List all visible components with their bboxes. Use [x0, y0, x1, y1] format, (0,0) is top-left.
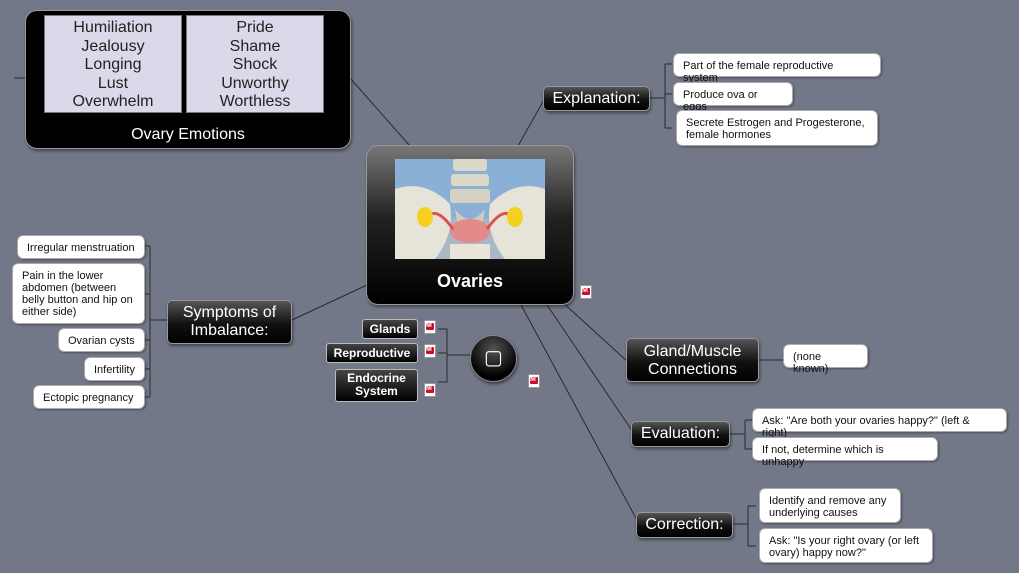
- mindmap-note-icon[interactable]: [424, 344, 436, 358]
- symptom-item[interactable]: Ovarian cysts: [58, 328, 145, 352]
- correction-item[interactable]: Ask: "Is your right ovary (or left ovary…: [759, 528, 933, 563]
- evaluation-item[interactable]: If not, determine which is unhappy: [752, 437, 938, 468]
- symptom-item[interactable]: Infertility: [84, 357, 145, 381]
- mindmap-note-icon[interactable]: [424, 320, 436, 334]
- symptom-item[interactable]: Irregular menstruation: [17, 235, 145, 259]
- mindmap-note-icon[interactable]: [424, 383, 436, 397]
- evaluation-node[interactable]: Evaluation:: [631, 421, 730, 447]
- central-topic-ovaries[interactable]: Ovaries: [366, 145, 574, 305]
- emotion-item: Shock: [232, 56, 278, 73]
- emotion-item: Shame: [229, 37, 281, 55]
- emotion-item: Worthless: [219, 93, 291, 110]
- mindmap-note-icon[interactable]: [580, 285, 592, 299]
- system-item-endocrine[interactable]: Endocrine System: [335, 369, 418, 402]
- emotion-item: Overwhelm: [72, 93, 154, 110]
- emotion-item: Unworthy: [221, 74, 289, 92]
- ovaries-illustration: [395, 159, 545, 259]
- system-item-glands[interactable]: Glands: [362, 319, 418, 339]
- evaluation-item[interactable]: Ask: "Are both your ovaries happy?" (lef…: [752, 408, 1007, 439]
- symptoms-node[interactable]: Symptoms of Imbalance:: [167, 300, 292, 344]
- emotion-item: Lust: [97, 74, 129, 92]
- gland-muscle-label: Gland/Muscle Connections: [643, 343, 742, 378]
- gland-muscle-node[interactable]: Gland/Muscle Connections: [626, 338, 759, 382]
- emotion-item: Longing: [84, 56, 142, 73]
- square-icon[interactable]: ▢: [470, 335, 517, 382]
- explanation-item[interactable]: Part of the female reproductive system: [673, 53, 881, 84]
- emotion-item: Jealousy: [81, 37, 145, 55]
- correction-item[interactable]: Identify and remove any underlying cause…: [759, 488, 901, 523]
- symptoms-label: Symptoms of Imbalance:: [182, 304, 277, 339]
- explanation-item[interactable]: Secrete Estrogen and Progesterone, femal…: [676, 110, 878, 146]
- correction-label: Correction:: [645, 516, 724, 533]
- emotions-left-column: Humiliation Jealousy Longing Lust Overwh…: [44, 15, 182, 113]
- gland-muscle-item[interactable]: (none known): [783, 344, 868, 375]
- evaluation-label: Evaluation:: [640, 425, 721, 442]
- symptom-item[interactable]: Pain in the lower abdomen (between belly…: [12, 263, 145, 324]
- hub-symbol: ▢: [484, 347, 503, 369]
- explanation-node[interactable]: Explanation:: [543, 86, 650, 111]
- emotions-title: Ovary Emotions: [131, 126, 245, 143]
- emotion-item: Humiliation: [73, 19, 153, 36]
- emotions-right-column: Pride Shame Shock Unworthy Worthless: [186, 15, 324, 113]
- explanation-label: Explanation:: [552, 90, 641, 107]
- mindmap-note-icon[interactable]: [528, 374, 540, 388]
- explanation-item[interactable]: Produce ova or eggs: [673, 82, 793, 113]
- central-topic-title: Ovaries: [436, 271, 504, 291]
- correction-node[interactable]: Correction:: [636, 512, 733, 538]
- system-item-reproductive[interactable]: Reproductive: [326, 343, 418, 363]
- emotion-item: Pride: [236, 19, 274, 36]
- ovary-emotions-node[interactable]: Humiliation Jealousy Longing Lust Overwh…: [25, 10, 351, 149]
- symptom-item[interactable]: Ectopic pregnancy: [33, 385, 145, 409]
